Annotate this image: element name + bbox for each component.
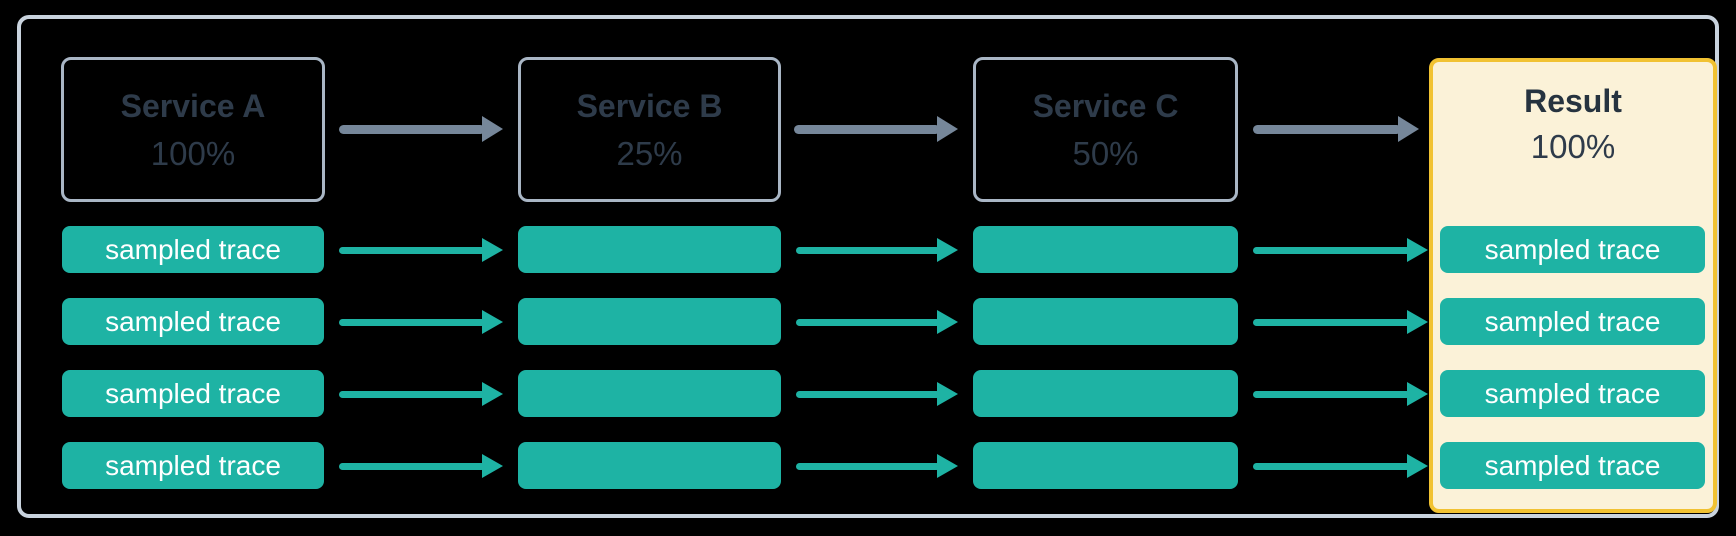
result-percentage: 100% — [1530, 128, 1616, 165]
arrow-shaft — [339, 390, 485, 398]
arrowhead-icon — [482, 310, 503, 334]
trace-pill-result-3: sampled trace — [1440, 370, 1705, 417]
arrowhead-icon — [482, 454, 503, 478]
arrow-shaft — [339, 318, 485, 326]
trace-arrow-row3-a-to-b — [339, 382, 503, 406]
service-a-percentage: 100% — [150, 134, 236, 172]
arrow-shaft — [339, 246, 485, 254]
trace-pill-service-a-3: sampled trace — [62, 370, 324, 417]
arrow-shaft — [794, 124, 940, 134]
arrow-shaft — [1253, 318, 1410, 326]
arrowhead-icon — [1407, 310, 1428, 334]
arrow-service-a-to-b — [339, 116, 503, 142]
arrow-shaft — [796, 318, 940, 326]
service-a-title: Service A — [120, 87, 266, 124]
arrowhead-icon — [482, 382, 503, 406]
trace-arrow-row4-a-to-b — [339, 454, 503, 478]
trace-bar-service-b-3 — [518, 370, 781, 417]
node-service-a: Service A 100% — [61, 57, 325, 202]
service-b-percentage: 25% — [616, 134, 683, 172]
trace-bar-service-b-4 — [518, 442, 781, 489]
trace-pill-result-4: sampled trace — [1440, 442, 1705, 489]
service-b-title: Service B — [576, 87, 723, 124]
arrow-shaft — [1253, 124, 1401, 134]
arrow-shaft — [1253, 462, 1410, 470]
trace-bar-service-b-2 — [518, 298, 781, 345]
trace-pill-service-a-4: sampled trace — [62, 442, 324, 489]
trace-arrow-row1-b-to-c — [796, 238, 958, 262]
trace-arrow-row1-a-to-b — [339, 238, 503, 262]
node-service-c: Service C 50% — [973, 57, 1238, 202]
arrowhead-icon — [937, 382, 958, 406]
trace-bar-service-c-4 — [973, 442, 1238, 489]
arrowhead-icon — [1407, 382, 1428, 406]
arrow-shaft — [339, 124, 485, 134]
trace-arrow-row2-b-to-c — [796, 310, 958, 334]
trace-pill-result-2: sampled trace — [1440, 298, 1705, 345]
arrow-shaft — [1253, 390, 1410, 398]
service-c-percentage: 50% — [1072, 134, 1139, 172]
arrow-service-b-to-c — [794, 116, 958, 142]
arrow-shaft — [796, 390, 940, 398]
arrow-shaft — [339, 462, 485, 470]
arrowhead-icon — [1398, 116, 1419, 142]
service-c-title: Service C — [1032, 87, 1179, 124]
trace-arrow-row4-c-to-result — [1253, 454, 1428, 478]
node-service-b: Service B 25% — [518, 57, 781, 202]
node-result: Result 100% — [1429, 58, 1717, 513]
trace-arrow-row2-a-to-b — [339, 310, 503, 334]
arrow-service-c-to-result — [1253, 116, 1419, 142]
trace-pill-result-1: sampled trace — [1440, 226, 1705, 273]
trace-arrow-row1-c-to-result — [1253, 238, 1428, 262]
arrow-shaft — [1253, 246, 1410, 254]
arrow-shaft — [796, 246, 940, 254]
arrow-shaft — [796, 462, 940, 470]
outer-frame: Result 100% Service A 100% Service B 25%… — [17, 15, 1719, 518]
result-title: Result — [1524, 83, 1622, 119]
trace-bar-service-c-1 — [973, 226, 1238, 273]
arrowhead-icon — [482, 238, 503, 262]
trace-bar-service-c-2 — [973, 298, 1238, 345]
trace-pill-service-a-1: sampled trace — [62, 226, 324, 273]
arrowhead-icon — [937, 310, 958, 334]
arrowhead-icon — [1407, 454, 1428, 478]
trace-pill-service-a-2: sampled trace — [62, 298, 324, 345]
arrowhead-icon — [937, 454, 958, 478]
arrowhead-icon — [937, 116, 958, 142]
arrowhead-icon — [1407, 238, 1428, 262]
trace-arrow-row2-c-to-result — [1253, 310, 1428, 334]
arrowhead-icon — [937, 238, 958, 262]
trace-arrow-row4-b-to-c — [796, 454, 958, 478]
trace-bar-service-c-3 — [973, 370, 1238, 417]
trace-bar-service-b-1 — [518, 226, 781, 273]
arrowhead-icon — [482, 116, 503, 142]
trace-arrow-row3-c-to-result — [1253, 382, 1428, 406]
trace-arrow-row3-b-to-c — [796, 382, 958, 406]
